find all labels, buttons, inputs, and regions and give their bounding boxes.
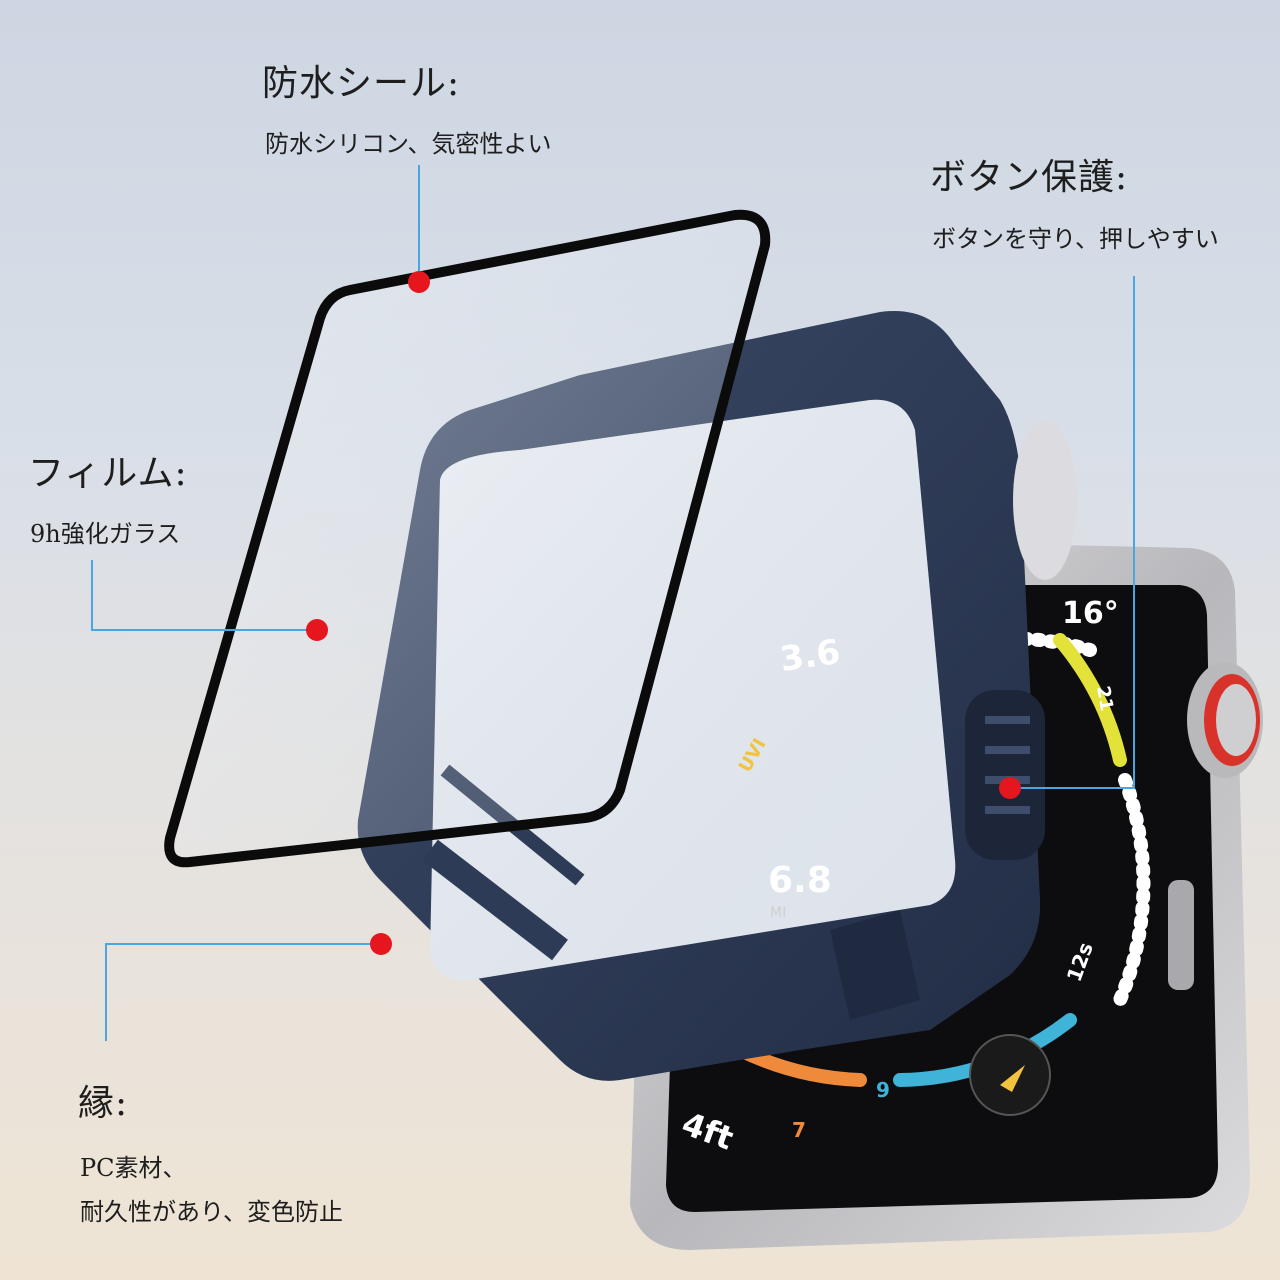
button-desc: ボタンを守り、押しやすい [932, 225, 1219, 253]
waterproof-title: 防水シール: [262, 63, 461, 104]
waterproof-marker-dot [408, 271, 430, 293]
film-leader-line-vertical [91, 560, 93, 630]
watch-tick-21: 21 [1092, 684, 1118, 713]
waterproof-leader-line [418, 165, 420, 280]
frame-desc-line2: 耐久性があり、変色防止 [80, 1198, 344, 1226]
film-marker-dot [306, 619, 328, 641]
film-leader-line-horizontal [91, 629, 316, 631]
side-button [1168, 880, 1194, 990]
watch-value-top-left: 3.6 [777, 632, 843, 680]
compass-needle-icon [1000, 1065, 1025, 1092]
frame-title: 縁: [78, 1083, 129, 1124]
frame-leader-line-vertical [105, 943, 107, 1041]
digital-crown [1187, 662, 1263, 778]
film-title: フィルム: [28, 453, 188, 494]
button-marker-dot [999, 777, 1021, 799]
film-desc: 9h強化ガラス [30, 520, 181, 548]
frame-marker-dot [370, 933, 392, 955]
watch-tick-7: 7 [792, 1118, 806, 1142]
watch-value-center: 6.8 [768, 860, 832, 901]
crown-opening [1013, 420, 1077, 580]
waterproof-desc: 防水シリコン、気密性よい [265, 130, 552, 158]
watch-unit-center: MI [770, 905, 787, 921]
case-lower-clip [830, 910, 920, 1020]
frame-desc-line1: PC素材、 [80, 1154, 187, 1182]
glass-film [164, 209, 771, 868]
case-button-cover [965, 690, 1045, 860]
frame-leader-line-horizontal [105, 943, 381, 945]
watch-value-top-right: 16° [1062, 596, 1119, 631]
watch-tick-9: 9 [876, 1078, 890, 1102]
compass-complication [969, 1034, 1051, 1116]
button-title: ボタン保護: [930, 157, 1129, 198]
button-leader-line-vertical [1133, 276, 1135, 788]
button-leader-line-horizontal [1012, 787, 1135, 789]
